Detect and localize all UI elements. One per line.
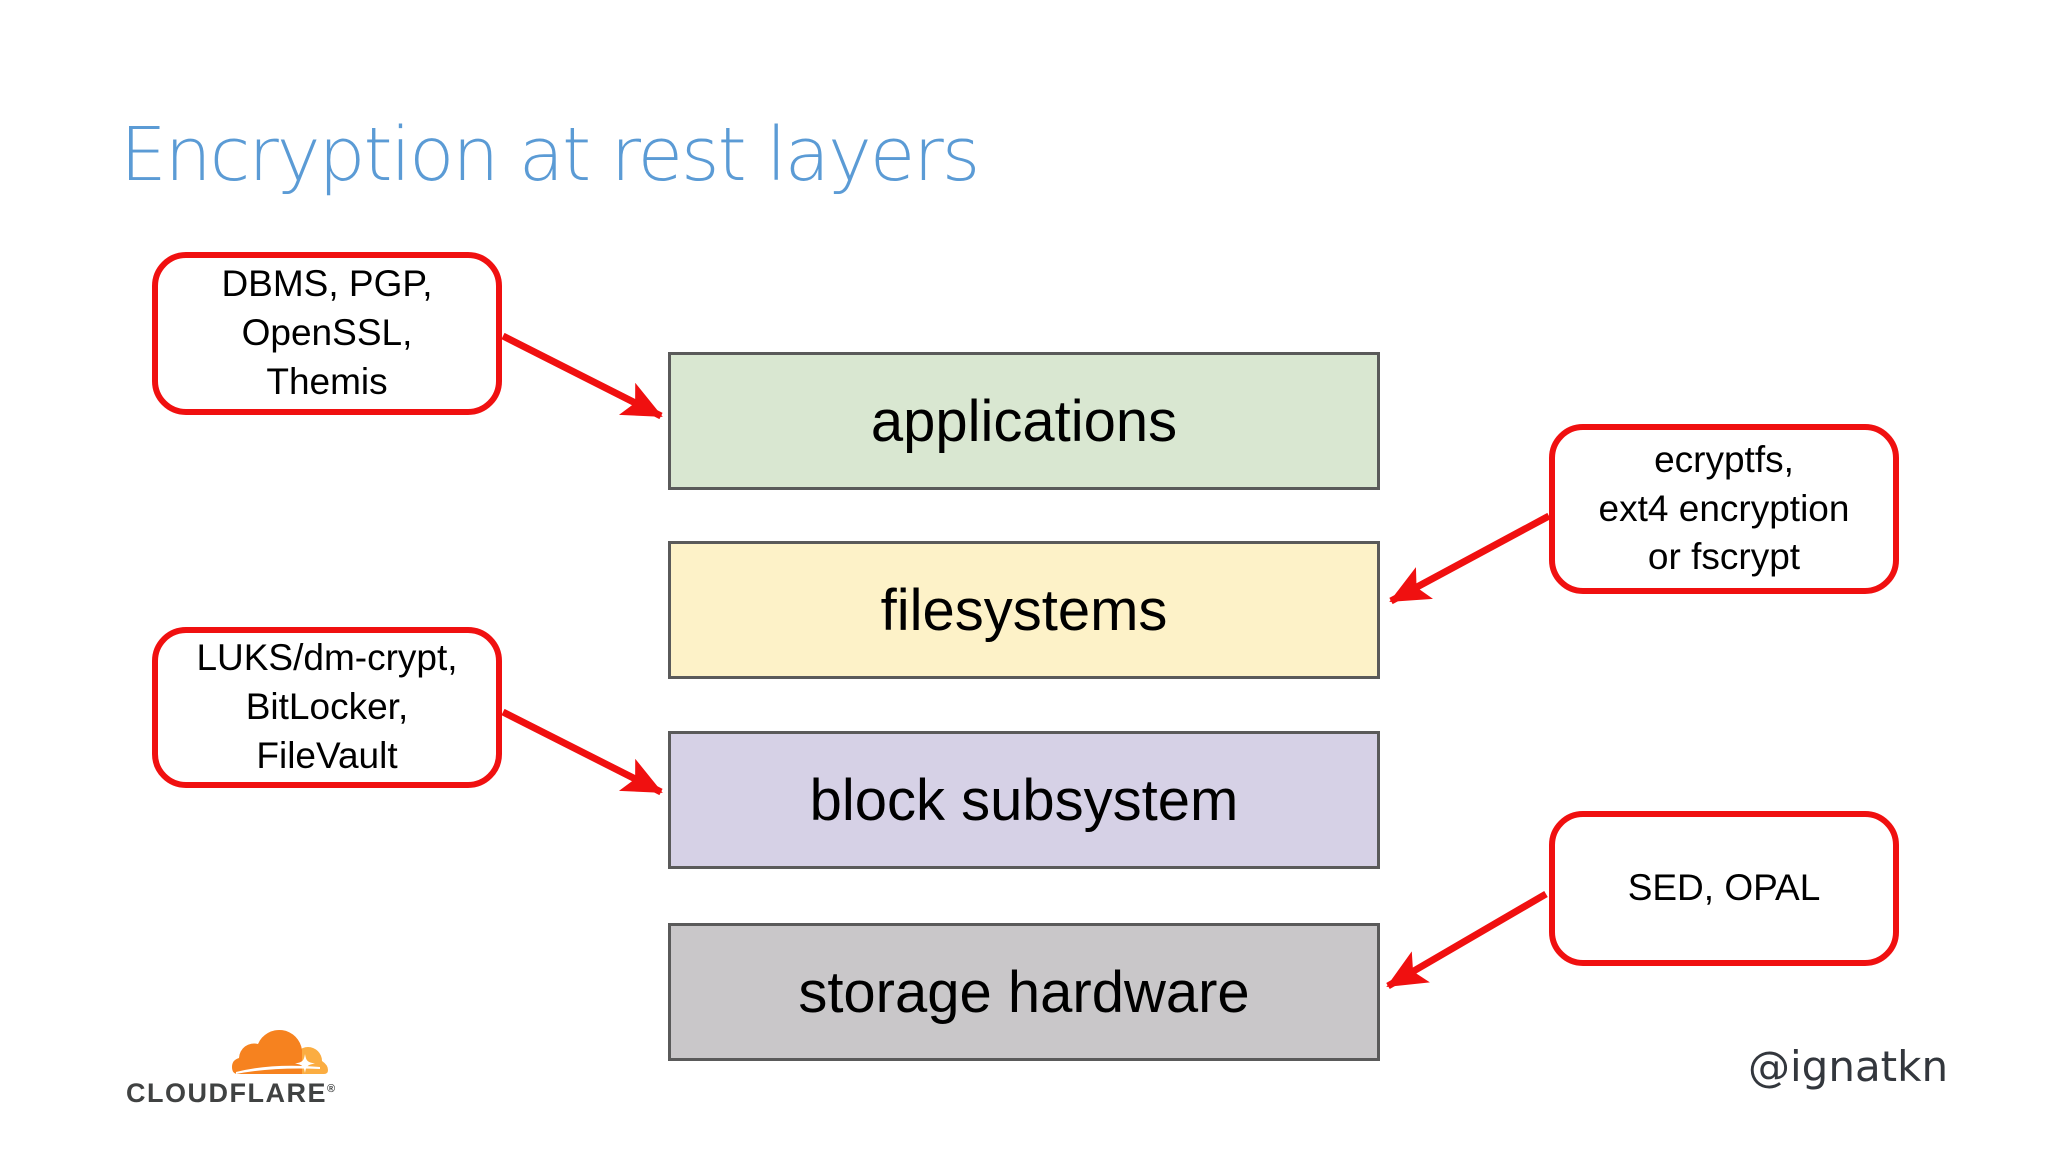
- author-handle: @ignatkn: [1748, 1042, 1949, 1091]
- callout-line: ext4 encryption: [1598, 487, 1850, 529]
- arrow-sed-to-storage-hardware: [1386, 890, 1548, 990]
- layer-label-storage-hardware: storage hardware: [798, 959, 1250, 1025]
- cloudflare-wordmark: CLOUDFLARE®: [126, 1078, 336, 1108]
- callout-dbms-pgp-openssl-themis: DBMS, PGP, OpenSSL, Themis: [152, 252, 502, 415]
- layer-label-applications: applications: [870, 388, 1178, 454]
- callout-line: LUKS/dm-crypt,: [196, 637, 458, 679]
- arrow-luks-to-block-subsystem: [501, 708, 663, 796]
- callout-sed-opal: SED, OPAL: [1549, 811, 1899, 966]
- cloudflare-logo: CLOUDFLARE®: [126, 1028, 341, 1108]
- callout-line: FileVault: [256, 734, 398, 776]
- callout-line: Themis: [266, 360, 388, 402]
- callout-line: or fscrypt: [1647, 536, 1801, 578]
- cloudflare-cloud-icon: [232, 1029, 328, 1074]
- callout-line: ecryptfs,: [1654, 438, 1794, 480]
- callout-luks-bitlocker-filevault: LUKS/dm-crypt, BitLocker, FileVault: [152, 627, 502, 788]
- callout-line: BitLocker,: [245, 686, 409, 728]
- registered-trademark: ®: [326, 1083, 336, 1095]
- callout-line: OpenSSL,: [241, 312, 413, 354]
- callout-line: DBMS, PGP,: [221, 263, 433, 305]
- page-title: Encryption at rest layers: [120, 112, 980, 198]
- callout-ecryptfs-ext4-fscrypt: ecryptfs, ext4 encryption or fscrypt: [1549, 424, 1899, 594]
- layer-box-storage-hardware: storage hardware: [668, 923, 1380, 1061]
- arrow-dbms-to-applications: [501, 332, 663, 420]
- layer-label-block-subsystem: block subsystem: [809, 767, 1239, 833]
- layer-box-applications: applications: [668, 352, 1380, 490]
- callout-line: SED, OPAL: [1627, 867, 1821, 909]
- arrow-ecryptfs-to-filesystems: [1389, 512, 1551, 605]
- layer-box-block-subsystem: block subsystem: [668, 731, 1380, 869]
- layer-label-filesystems: filesystems: [880, 577, 1168, 643]
- layer-box-filesystems: filesystems: [668, 541, 1380, 679]
